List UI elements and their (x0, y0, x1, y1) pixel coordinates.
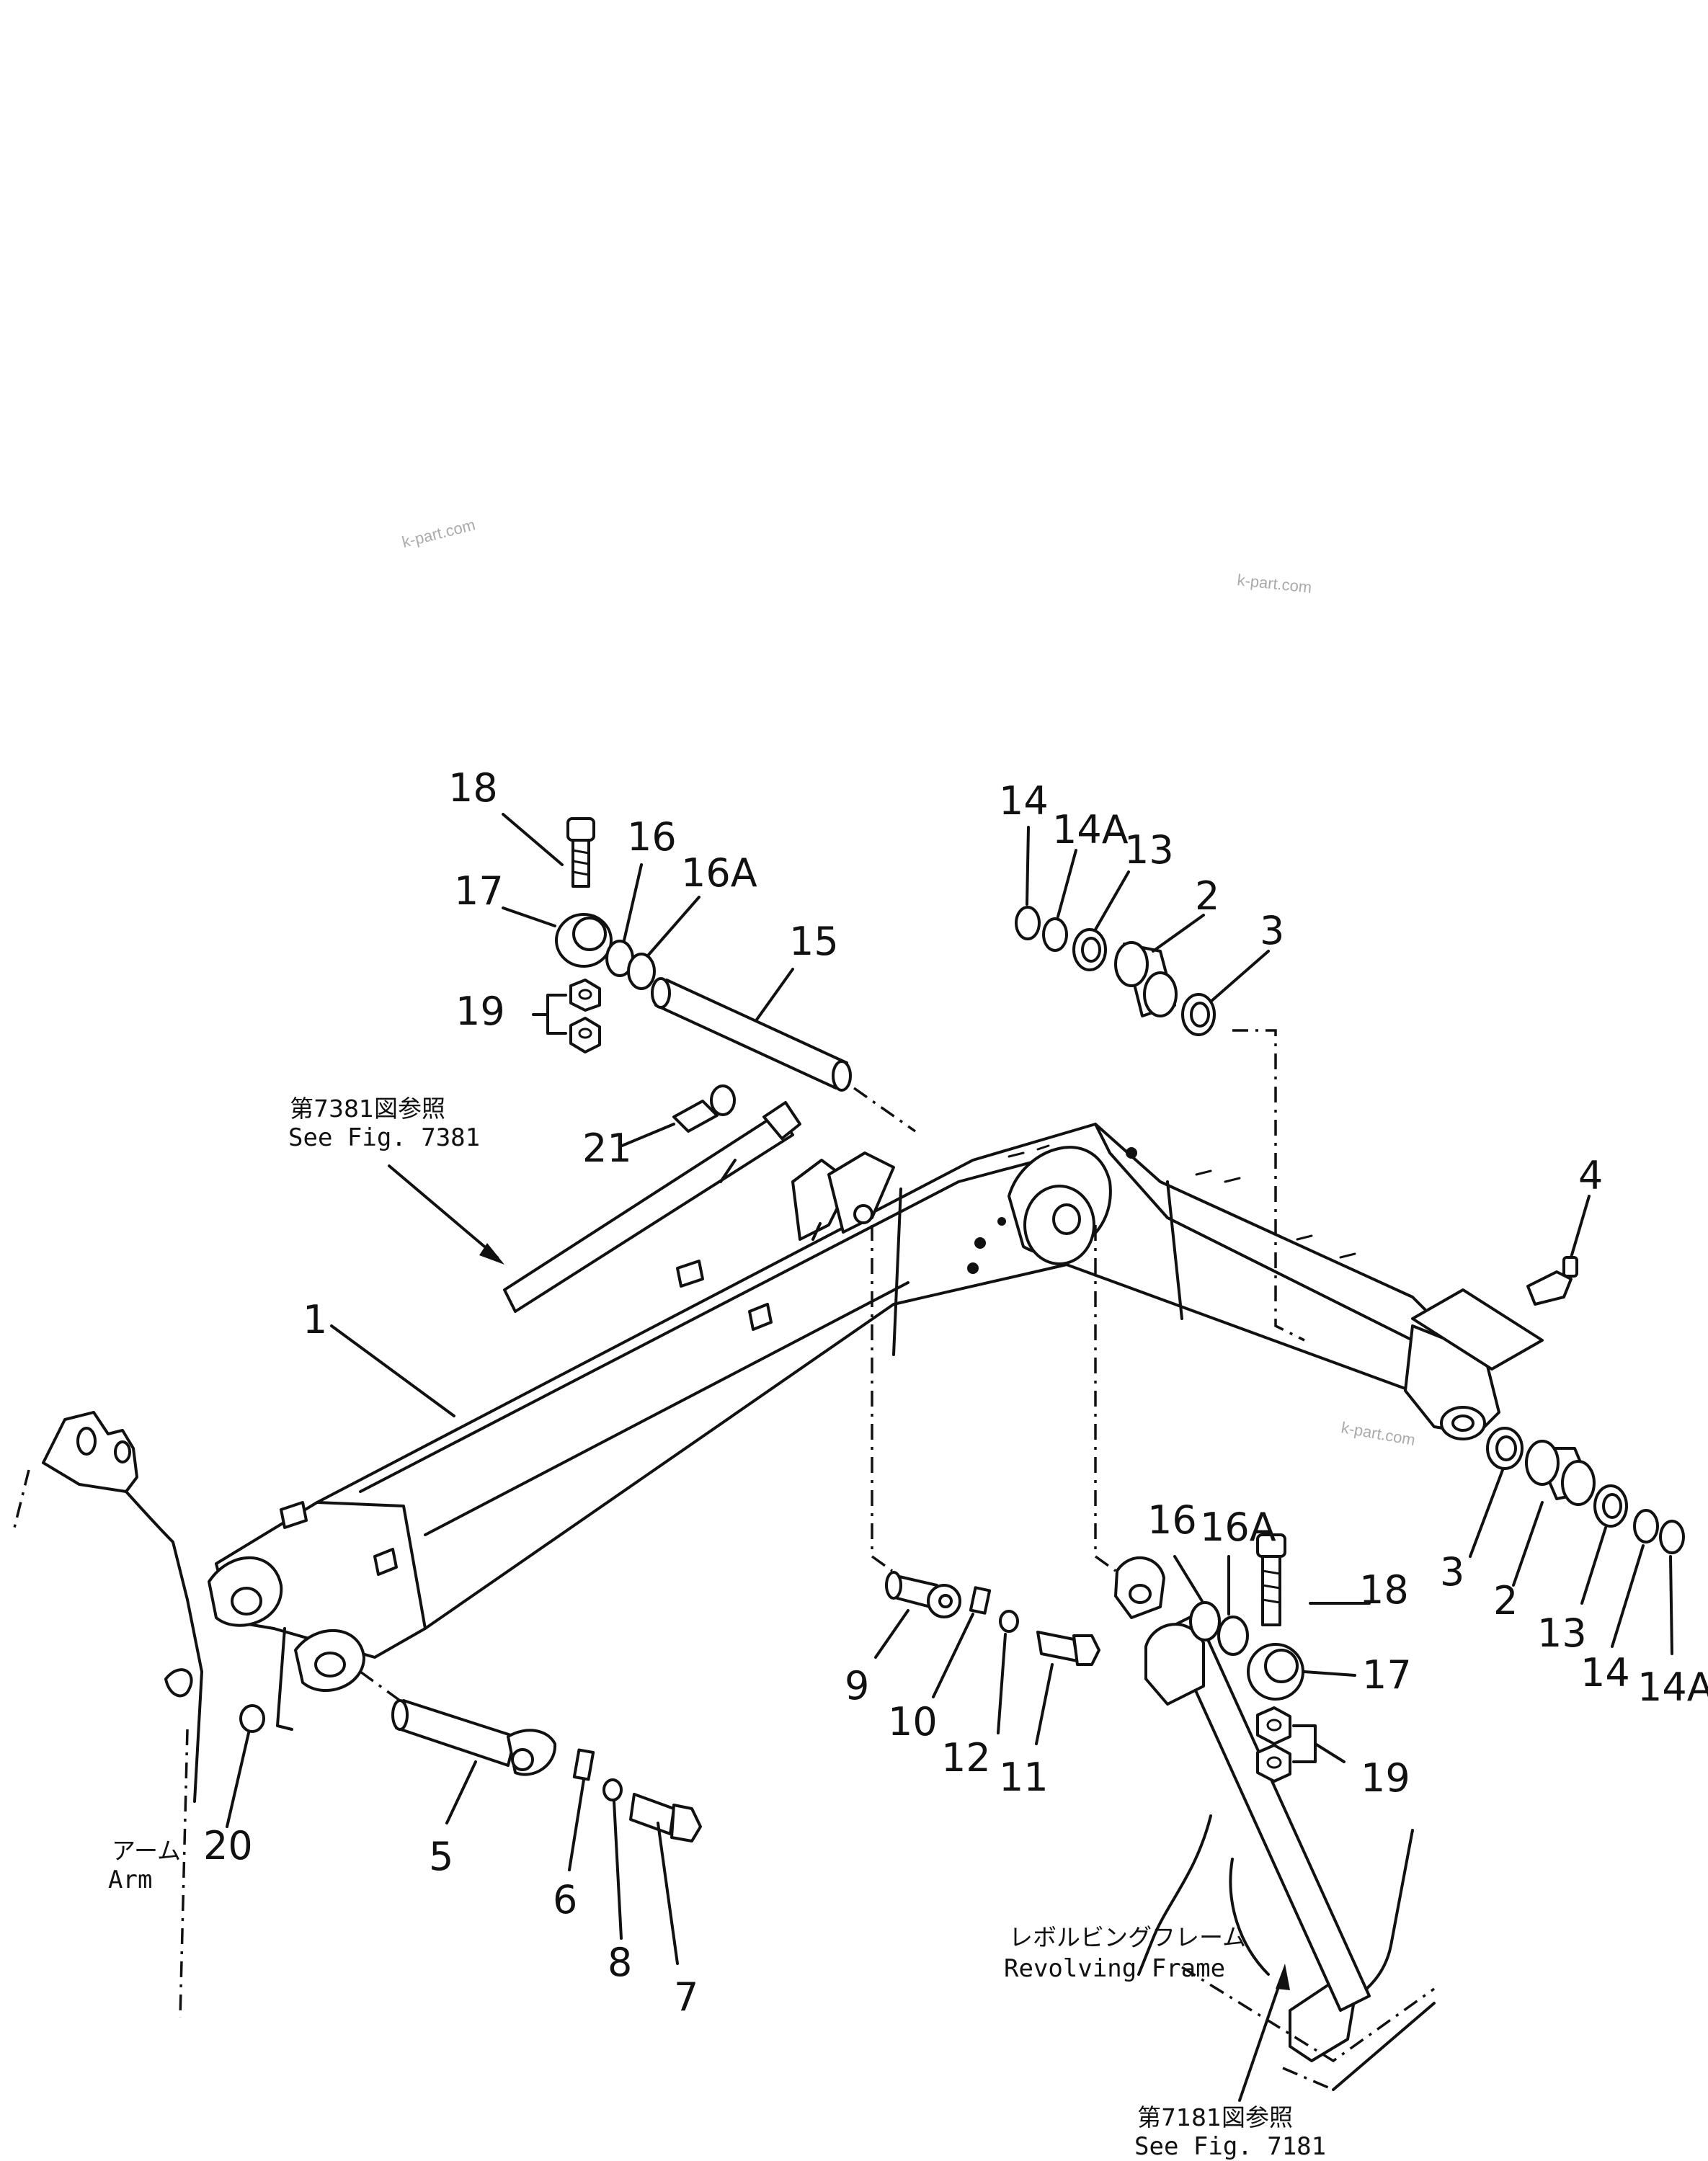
bushing-2-top (1114, 941, 1178, 1017)
callout-label: 14A (1637, 1665, 1708, 1710)
callout-label: 19 (455, 989, 505, 1034)
revolving-frame (1114, 1556, 1436, 2091)
callout-label: 4 (1578, 1153, 1603, 1198)
pin-15 (651, 977, 852, 1092)
collar-17-bottom (1247, 1643, 1304, 1701)
bushing-2-bottom (1525, 1440, 1596, 1506)
seal-13-top (1072, 928, 1107, 971)
grease-fitting-4 (1526, 1256, 1578, 1306)
callout-label: 1 (303, 1297, 327, 1342)
watermark: k-part.com (400, 515, 477, 551)
washer-8 (602, 1778, 623, 1801)
seal-13-bottom (1593, 1484, 1628, 1528)
callout-label: 21 (582, 1126, 632, 1171)
callout-label: 16 (627, 814, 677, 860)
nuts-19-top (569, 979, 601, 1053)
callout-label: 14 (999, 778, 1049, 824)
watermark: k-part.com (1340, 1418, 1417, 1449)
shim-14-top (1015, 906, 1041, 940)
note-fig7181-jp: 第7181図参照 (1137, 2103, 1293, 2131)
boom-body (208, 1123, 1544, 1692)
pin-5 (391, 1699, 557, 1776)
washer-12 (999, 1610, 1019, 1633)
callout-label: 12 (941, 1735, 991, 1781)
arm-outline (13, 1411, 203, 2018)
callout-label: 18 (1359, 1567, 1409, 1613)
shim-16A-bottom (1217, 1616, 1249, 1656)
callout-label: 16A (1200, 1505, 1276, 1550)
shim-14A-top (1042, 917, 1068, 952)
callout-label: 17 (454, 868, 504, 914)
leader-lines (226, 813, 1673, 2102)
callout-label: 13 (1124, 827, 1174, 873)
note-frame-jp: レボルビングフレーム (1009, 1923, 1246, 1951)
callout-label: 3 (1440, 1549, 1464, 1595)
callout-label: 11 (999, 1755, 1049, 1800)
notes: 第7381図参照 See Fig. 7381 アーム Arm レボルビングフレー… (108, 1095, 1326, 2161)
plate-6 (572, 1748, 595, 1781)
washer-21 (672, 1084, 736, 1133)
shim-16A-top (627, 953, 656, 990)
bolt-7 (629, 1793, 702, 1843)
washer-20 (239, 1704, 265, 1733)
watermark: k-part.com (1236, 571, 1312, 597)
note-fig7381-en: See Fig. 7381 (288, 1123, 480, 1152)
plate-10 (969, 1586, 992, 1615)
bolt-18-bottom (1256, 1533, 1286, 1626)
callout-label: 2 (1493, 1578, 1518, 1623)
callout-label: 7 (674, 1974, 698, 2020)
callout-label: 2 (1195, 873, 1219, 919)
arm-cylinder (503, 1101, 801, 1313)
shim-14A-bottom (1659, 1520, 1685, 1554)
callout-label: 20 (203, 1823, 253, 1868)
callout-label: 16A (681, 850, 757, 896)
shim-16-bottom (1189, 1601, 1221, 1641)
pin-9 (885, 1571, 961, 1618)
callout-label: 16 (1147, 1497, 1197, 1543)
note-arm-jp: アーム (112, 1837, 181, 1865)
callout-label: 13 (1537, 1610, 1587, 1656)
callout-label: 10 (888, 1699, 938, 1745)
callout-label: 9 (845, 1663, 869, 1708)
seal-3-bottom (1486, 1427, 1524, 1470)
callout-label: 17 (1362, 1652, 1412, 1698)
bolt-11 (1036, 1631, 1100, 1666)
collar-17-top (555, 913, 613, 968)
callout-label: 18 (448, 765, 498, 811)
callout-label: 14 (1580, 1650, 1630, 1696)
note-arm-en: Arm (108, 1866, 152, 1894)
callout-label: 5 (429, 1834, 453, 1879)
callout-label: 15 (789, 919, 839, 964)
callout-label: 8 (608, 1940, 632, 1985)
callout-label: 6 (553, 1877, 577, 1922)
note-frame-en: Revolving Frame (1004, 1954, 1225, 1983)
nuts-19-bottom (1256, 1706, 1291, 1783)
note-fig7381-jp: 第7381図参照 (290, 1095, 445, 1123)
shim-14-bottom (1633, 1509, 1659, 1543)
callout-label: 3 (1260, 908, 1284, 953)
note-fig7181-en: See Fig. 7181 (1134, 2132, 1326, 2161)
callout-labels: 1 2 2 3 3 4 5 6 7 8 9 10 11 12 13 13 14 … (203, 765, 1708, 2020)
seal-3-top (1181, 993, 1216, 1036)
callout-label: 14A (1052, 807, 1129, 852)
callout-label: 19 (1361, 1755, 1410, 1801)
bolt-18-top (566, 817, 595, 888)
